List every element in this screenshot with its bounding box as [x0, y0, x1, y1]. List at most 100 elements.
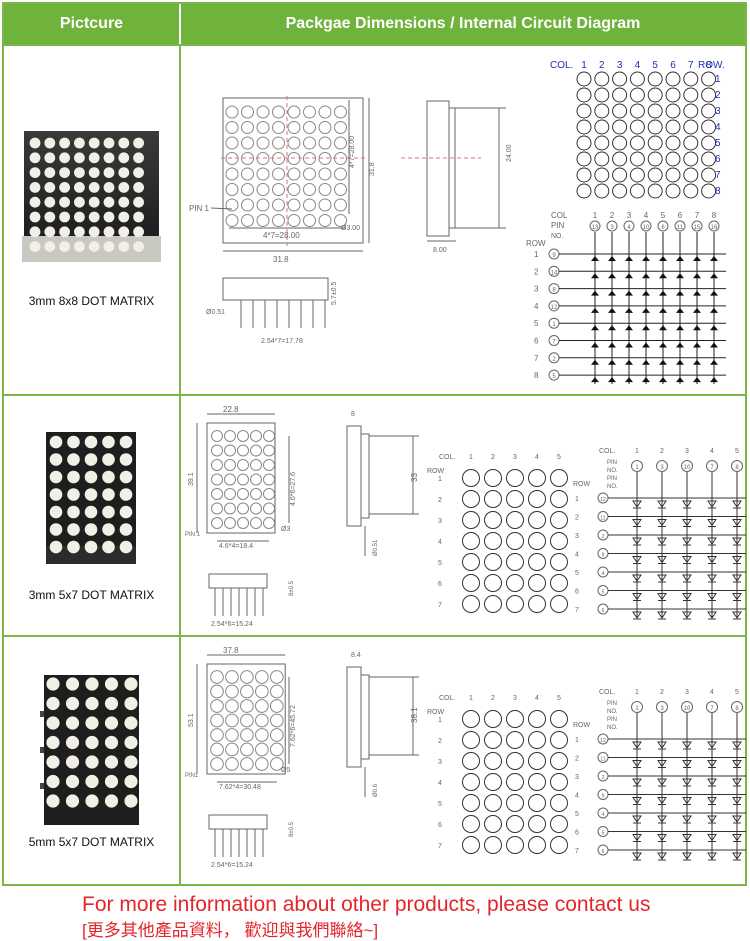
front-outline [206, 422, 276, 534]
led-dot [59, 241, 70, 253]
led-diode [659, 359, 667, 365]
dot-outline [683, 135, 699, 151]
col-pin: 11 [677, 225, 684, 231]
dot-outline [263, 502, 275, 515]
pin-dia: Ø0.6 [373, 783, 379, 797]
dot-outline [701, 167, 717, 183]
pin-pitch: 2.54*7=17.78 [261, 338, 303, 345]
pin-circle [681, 701, 693, 713]
dot-outline [224, 517, 236, 529]
row-number: 4 [438, 539, 442, 546]
dot-outline [287, 105, 301, 119]
dot-outline [550, 752, 568, 770]
dot-outline [256, 198, 270, 212]
dot-outline [225, 713, 239, 728]
led-dot [88, 152, 100, 164]
led-diode [632, 852, 642, 860]
bottom-outline [208, 573, 268, 589]
led-dot [59, 152, 70, 164]
led-dot [133, 137, 145, 149]
dot-outline [506, 469, 524, 487]
product-photo-8x8 [22, 131, 161, 262]
led-diode [625, 273, 633, 279]
dot-outline [334, 121, 347, 134]
dot-outline [462, 710, 480, 728]
dot-outline [528, 511, 546, 529]
led-dot [44, 152, 56, 164]
dot-outline [318, 198, 332, 212]
dot-outline [210, 713, 224, 728]
led-diode [657, 593, 667, 601]
led-diode [632, 797, 642, 805]
dot-outline [683, 151, 699, 167]
dot-outline [241, 167, 254, 181]
led-dot [29, 241, 41, 253]
led-dot [49, 505, 63, 519]
bottom-outline [208, 814, 268, 830]
dot-outline [506, 836, 524, 854]
dot-outline [303, 105, 316, 119]
dot-outline [272, 198, 285, 212]
dot-outline [506, 794, 524, 812]
led-dot [103, 211, 115, 223]
dot-outline [210, 742, 224, 757]
dot-outline [303, 136, 316, 150]
dot-outline [612, 151, 628, 167]
no-title: NO. [607, 484, 618, 490]
dot-outline [211, 488, 223, 500]
product-label: 3mm 5x7 DOT MATRIX [28, 588, 155, 602]
led-dot [29, 137, 41, 149]
led-dot [104, 794, 119, 808]
led-dot [49, 470, 63, 484]
row-number: 5 [438, 801, 442, 808]
led-dot [44, 196, 56, 208]
dot-outline [334, 105, 347, 119]
dot-outline [506, 815, 524, 833]
led-diode [676, 273, 684, 279]
dot-outline [224, 488, 236, 500]
led-dot [133, 211, 145, 223]
row-number: 2 [575, 756, 579, 763]
pin-circle [640, 220, 652, 232]
dot-outline [462, 773, 480, 791]
dot-outline [334, 183, 347, 196]
product-photo-5x7-5mm [40, 675, 139, 825]
dot-outline [683, 167, 699, 183]
led-diode [657, 611, 667, 619]
dot-outline [506, 595, 524, 613]
dot-outline [287, 167, 301, 181]
dot-outline [612, 183, 628, 199]
led-diode [707, 500, 717, 508]
dot-outline [241, 198, 254, 212]
height: 53.1 [188, 713, 195, 727]
dot-outline [594, 71, 610, 87]
row-pin: 12 [600, 497, 606, 503]
pin-dia: Ø0.51 [206, 309, 225, 316]
led-dot [85, 716, 99, 730]
dot-outline [269, 684, 284, 699]
dot-outline [272, 121, 285, 134]
dot-outline [250, 459, 262, 471]
product-table: Pictcure Packgae Dimensions / Internal C… [2, 2, 747, 886]
row-title: ROW [427, 468, 445, 475]
led-diode [625, 359, 633, 365]
led-diode [591, 256, 599, 261]
led-dot [29, 196, 41, 208]
dot-outline [506, 574, 524, 592]
dot-outline [576, 135, 592, 151]
dot-outline [250, 430, 262, 442]
dot-outline [665, 151, 681, 167]
row-number: 1 [534, 250, 539, 259]
led-dot [88, 137, 100, 149]
col-number: 7 [695, 211, 700, 220]
row-number: 8 [715, 186, 721, 197]
led-diode [591, 307, 599, 313]
dot-outline [528, 532, 546, 550]
led-diode [707, 815, 717, 823]
dot-outline [255, 757, 269, 771]
side-outline [360, 674, 370, 760]
dot-outline [629, 103, 645, 119]
row-number: 1 [575, 737, 579, 744]
led-dot [103, 167, 115, 178]
dot-outline [647, 167, 663, 183]
